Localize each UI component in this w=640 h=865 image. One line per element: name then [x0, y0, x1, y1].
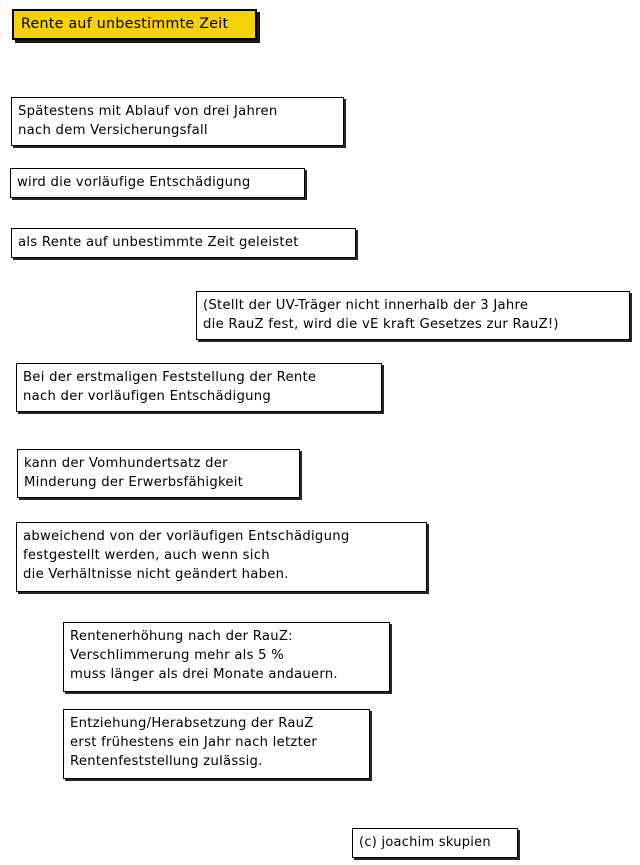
node-copyright: (c) joachim skupien [352, 828, 518, 858]
node-frist: Spätestens mit Ablauf von drei Jahren na… [11, 97, 344, 146]
node-uv-traeger-hinweis: (Stellt der UV-Träger nicht innerhalb de… [196, 291, 630, 340]
node-rente-geleistet: als Rente auf unbestimmte Zeit geleistet [11, 228, 356, 258]
node-vomhundertsatz: kann der Vomhundertsatz der Minderung de… [17, 449, 300, 498]
node-entziehung: Entziehung/Herabsetzung der RauZ erst fr… [63, 709, 370, 779]
node-vorlaeufige-entschaedigung: wird die vorläufige Entschädigung [10, 168, 305, 198]
node-rentenerhoehung: Rentenerhöhung nach der RauZ: Verschlimm… [63, 622, 390, 692]
node-erstmalige-feststellung: Bei der erstmaligen Feststellung der Ren… [16, 363, 382, 412]
node-abweichend: abweichend von der vorläufigen Entschädi… [16, 522, 427, 592]
node-title: Rente auf unbestimmte Zeit [12, 9, 257, 40]
